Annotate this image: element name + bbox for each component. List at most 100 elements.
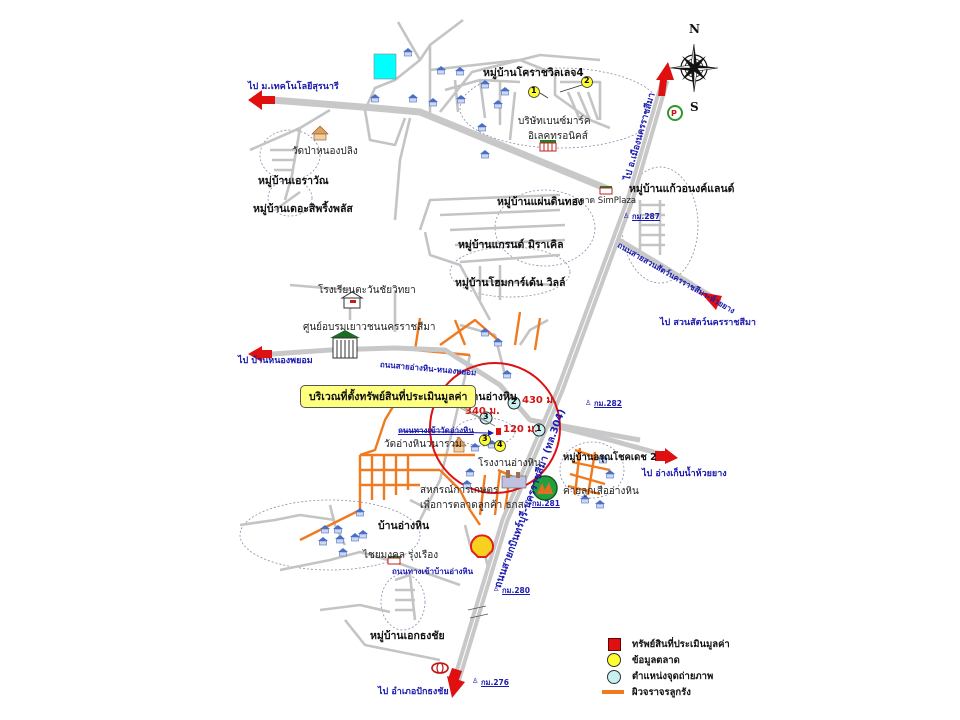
direction-label: ไป บ้านหนองพยอม bbox=[238, 356, 313, 366]
compass-rose-icon bbox=[669, 43, 719, 93]
market-point-number: 2 bbox=[584, 76, 590, 85]
market-icon bbox=[599, 186, 613, 195]
wat-access-arrow bbox=[399, 430, 489, 434]
shop-icon bbox=[387, 556, 401, 565]
zone-home-garden bbox=[449, 246, 571, 298]
svg-text:♙: ♙ bbox=[523, 499, 529, 507]
pt-station-icon: P bbox=[667, 105, 683, 121]
svg-text:♙: ♙ bbox=[493, 585, 499, 593]
arrow-north-korat bbox=[656, 62, 674, 96]
village-label: หมู่บ้านเอกธงชัย bbox=[370, 630, 445, 642]
place-label: วัดอ่างหินวนาราม bbox=[384, 439, 462, 450]
orange-line-icon bbox=[602, 684, 628, 700]
legend-label: ข้อมูลตลาด bbox=[632, 654, 680, 666]
property-location-callout: บริเวณที่ตั้งทรัพย์สินที่ประเมินมูลค่า bbox=[300, 385, 477, 408]
km-marker-label: กม.287 bbox=[632, 212, 660, 221]
km-marker-label: กม.282 bbox=[594, 399, 622, 408]
map-legend: ทรัพย์สินที่ประเมินมูลค่า ข้อมูลตลาด ตำแ… bbox=[602, 636, 730, 700]
toyota-icon bbox=[431, 662, 449, 674]
zone-arun bbox=[559, 441, 625, 499]
temple-icon bbox=[451, 436, 467, 453]
place-label: อิเลคทรอนิคส์ bbox=[528, 131, 588, 142]
arrow-west-sut bbox=[248, 90, 275, 110]
village-label: บ้านอ่างหิน bbox=[378, 520, 430, 532]
market-point-number: 1 bbox=[531, 86, 537, 95]
market-point-number: 3 bbox=[482, 434, 488, 443]
compass-south-label: S bbox=[690, 100, 699, 114]
temple-icon bbox=[311, 125, 329, 141]
distance-label: 340 ม. bbox=[465, 406, 500, 417]
place-label: เพื่อการตลาดลูกค้า ธกส. bbox=[420, 500, 527, 511]
yellow-circle-icon bbox=[602, 652, 628, 668]
arrow-se-zoo bbox=[700, 292, 722, 310]
place-label: โรงเรียนตะวันชัยวิทยา bbox=[318, 285, 416, 296]
zone-ekthong bbox=[380, 573, 426, 631]
place-label: สหกรณ์การเกษตร bbox=[420, 485, 499, 496]
arrow-east-huaiyang bbox=[655, 448, 678, 464]
village-label: หมู่บ้านแก้วอนงค์แลนด์ bbox=[629, 183, 735, 195]
village-label: หมู่บ้านเดอะสิพริ้งพลัส bbox=[253, 203, 353, 215]
market-data-points bbox=[479, 76, 593, 452]
scout-camp-icon bbox=[532, 475, 558, 501]
village-label: หมู่บ้านอรุณโชคเดช 2 bbox=[563, 452, 657, 463]
arrow-west-nongphayom bbox=[248, 346, 272, 362]
legend-label: ตำแหน่งจุดถ่ายภาพ bbox=[632, 670, 714, 682]
svg-text:♙: ♙ bbox=[472, 677, 478, 685]
place-label: ศูนย์อบรมเยาวชนนครราชสีมา bbox=[303, 322, 436, 333]
shop-icon bbox=[539, 140, 557, 152]
place-label: วัดป่าหนองปลิง bbox=[292, 146, 358, 157]
photo-point-number: 2 bbox=[511, 397, 517, 406]
photo-point-number: 3 bbox=[483, 412, 489, 421]
distance-label: 120 ม. bbox=[503, 424, 538, 435]
legend-item: ตำแหน่งจุดถ่ายภาพ bbox=[602, 668, 730, 684]
road-nongphayom bbox=[257, 345, 641, 443]
km-marker-label: กม.281 bbox=[532, 499, 560, 508]
market-point-3 bbox=[479, 434, 491, 446]
property-marker bbox=[496, 428, 501, 435]
market-point-1 bbox=[528, 86, 540, 98]
photo-point-icon bbox=[602, 668, 628, 684]
zone-ban-anghin bbox=[239, 499, 421, 571]
place-label: ค่ายลูกเสืออ่างหิน bbox=[563, 486, 639, 497]
photo-point-2 bbox=[507, 396, 521, 410]
direction-label: ไป ม.เทคโนโลยีสุรนารี bbox=[248, 82, 339, 92]
village-label: หมู่บ้านแผ่นดินทอง bbox=[497, 196, 584, 208]
zone-erawan bbox=[259, 129, 321, 181]
factory-icon bbox=[501, 470, 527, 489]
svg-text:P: P bbox=[671, 109, 677, 118]
shell-station-icon bbox=[470, 534, 494, 558]
direction-label: ไป อ่างเก็บน้ำห้วยยาง bbox=[642, 469, 727, 479]
km-marker-icons: ♙ ♙ ♙ ♙ ♙ bbox=[472, 212, 629, 685]
compass-north-label: N bbox=[689, 22, 700, 36]
legend-item: ผิวจราจรลูกรัง bbox=[602, 684, 730, 700]
km-marker-label: กม.276 bbox=[481, 678, 509, 687]
market-point-number: 4 bbox=[497, 440, 503, 449]
road-break bbox=[467, 605, 489, 619]
radius-circle bbox=[429, 362, 561, 494]
road-label: ถนนทางเข้าบ้านอ่างหิน bbox=[392, 567, 474, 576]
youth-center-icon bbox=[330, 330, 360, 359]
legend-label: ทรัพย์สินที่ประเมินมูลค่า bbox=[632, 638, 730, 650]
pond bbox=[373, 53, 397, 80]
highway-centerline bbox=[454, 79, 666, 686]
svg-text:♙: ♙ bbox=[623, 212, 629, 220]
red-square-icon bbox=[602, 636, 628, 652]
village-label: หมู่บ้านแกรนด์ มิราเคิล bbox=[458, 239, 564, 251]
minor-roads bbox=[239, 18, 665, 662]
legend-label: ผิวจราจรลูกรัง bbox=[632, 686, 691, 698]
photo-point-1 bbox=[532, 423, 546, 437]
zone-wat-access bbox=[454, 417, 516, 447]
market-point-2 bbox=[581, 76, 593, 88]
direction-label: ไป สวนสัตว์นครราชสีมา bbox=[660, 318, 756, 328]
place-label: ตลาด SimPlaza bbox=[574, 196, 637, 206]
direction-label: ไป อำเภอปักธงชัย bbox=[378, 687, 449, 697]
photo-point-number: 1 bbox=[536, 424, 542, 433]
distance-label: 430 ม. bbox=[522, 395, 557, 406]
km-marker-label: กม.280 bbox=[502, 586, 530, 595]
legend-item: ทรัพย์สินที่ประเมินมูลค่า bbox=[602, 636, 730, 652]
village-label: หมู่บ้านโคราชวิลเลจ4 bbox=[483, 67, 584, 79]
road-huaiyang bbox=[549, 422, 669, 459]
svg-text:♙: ♙ bbox=[585, 399, 591, 407]
village-label: หมู่บ้านเอราวัณ bbox=[258, 175, 329, 187]
